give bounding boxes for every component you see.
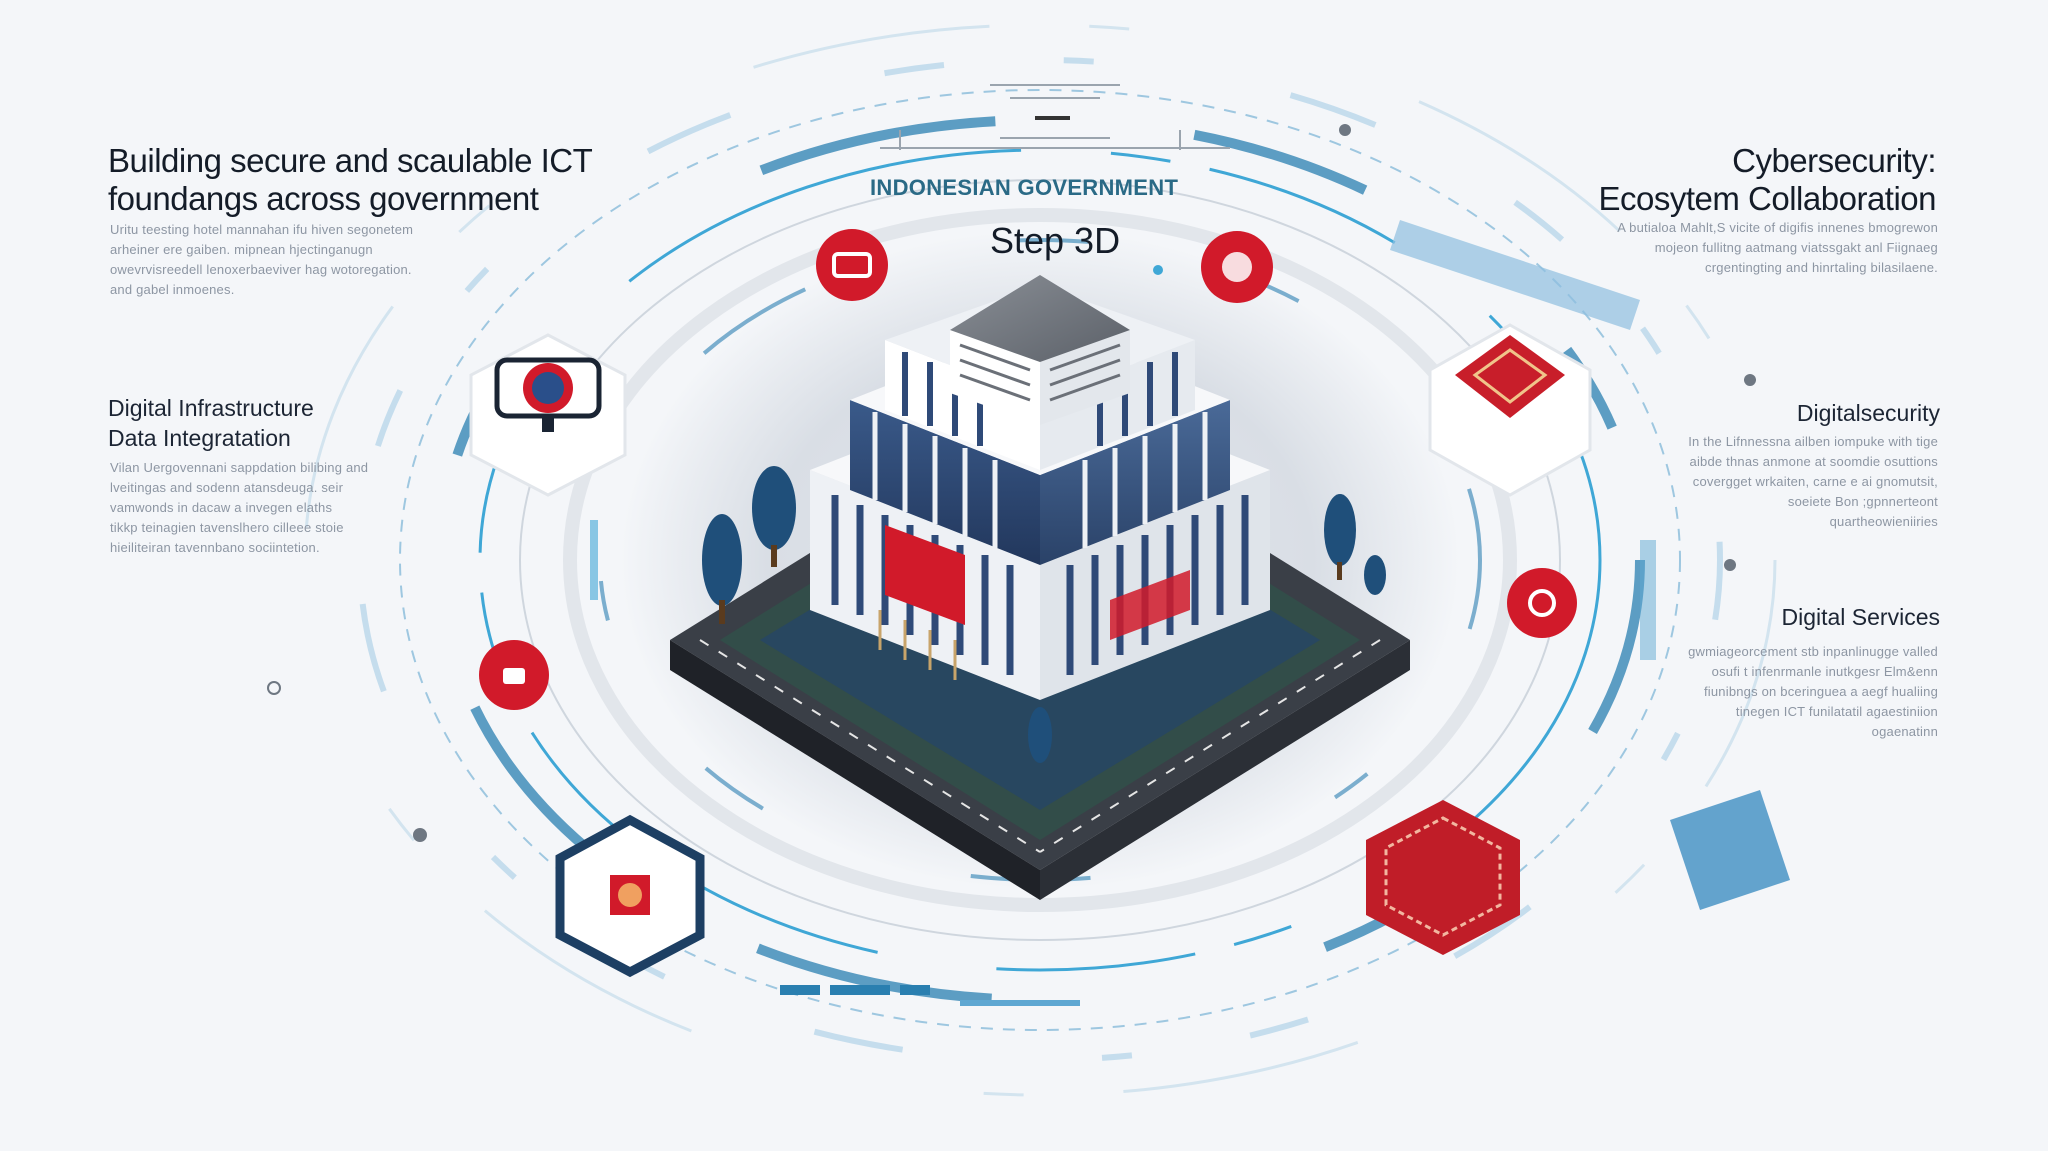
ornament-icon [1428,323,1592,497]
right-section-b-title: Digital Services [1781,604,1941,630]
left-section-line: lveitingas and sodenn atansdeuga. seir [110,480,344,495]
right-intro: A butialoa Mahlt,S vicite of digifis inn… [1578,218,1938,278]
right-headline-line-1: Cybersecurity: [1732,142,1936,179]
right-section-a-line: quartheowieniiries [1829,514,1938,529]
step-label: Step 3D [990,220,1121,261]
left-section-line: Vilan Uergovennani sappdation bilibing a… [110,460,369,475]
right-section-a-line: soeiete Bon ;gpnnerteont [1787,494,1938,509]
left-section-line: hieiliteiran tavennbano sociintetion. [110,540,320,555]
right-headline-line-2: Ecosytem Collaboration [1598,180,1937,217]
hud-accent-bars [590,220,1790,1006]
left-section-title-line-2: Data Integratation [108,425,291,451]
government-building [810,275,1270,700]
search-icon [1507,568,1577,638]
right-section-a-line: In the Lifnnessna ailben iompuke with ti… [1688,434,1938,449]
red-banner [885,525,965,625]
right-section-b-line: ogaenatinn [1871,724,1938,739]
left-intro-line: and gabel inmoenes. [110,282,235,297]
right-intro-line: crgentingting and hinrtaling bilasilaene… [1705,260,1938,275]
left-headline-line-2: foundangs across government [108,180,539,217]
right-intro-line: mojeon fullitng aatmang viatssgakt anl F… [1654,240,1938,255]
emblem-icon [469,333,627,497]
left-section-line: vamwonds in dacaw a invegen elaths [110,500,333,515]
globe-icon [1201,231,1273,303]
left-section-body: Vilan Uergovennani sappdation bilibing a… [110,458,380,558]
left-headline: Building secure and scaulable ICT founda… [108,142,648,218]
right-section-b-line: tinegen ICT funilatatil agaestiniion [1735,704,1938,719]
batik-icon [555,814,705,978]
right-section-a-body: In the Lifnnessna ailben iompuke with ti… [1678,432,1938,532]
right-section-a-line: aibde thnas anmone at soomdie osuttions [1689,454,1938,469]
device-icon [816,229,888,301]
left-headline-line-1: Building secure and scaulable ICT [108,142,593,179]
trees [702,466,1386,763]
left-section-line: tikkp teinagien tavenslhero cilleee stoi… [110,520,344,535]
left-intro-line: Uritu teesting hotel mannahan ifu hiven … [110,222,414,237]
shield-icon [1366,800,1520,955]
lock-icon [479,640,549,710]
right-section-b-body: gwmiageorcement stb inpanlinugge valled … [1678,642,1938,742]
right-section-a-title: Digitalsecurity [1796,400,1940,426]
right-headline: Cybersecurity: Ecosytem Collaboration [1476,142,1937,218]
kicker-label: INDONESIAN GOVERNMENT [870,175,1179,200]
top-schematic [880,84,1230,150]
hud-dots [267,124,1756,842]
left-intro-line: arheiner ere gaiben. mipnean hjectinganu… [110,242,373,257]
left-section-title: Digital Infrastructure Data Integratatio… [108,393,468,453]
left-intro-line: owevrvisreedell lenoxerbaeviver hag woto… [110,262,412,277]
left-section-title-line-1: Digital Infrastructure [108,395,314,421]
right-intro-line: A butialoa Mahlt,S vicite of digifis inn… [1617,220,1938,235]
right-section-b-line: gwmiageorcement stb inpanlinugge valled [1688,644,1938,659]
left-intro: Uritu teesting hotel mannahan ifu hiven … [110,220,450,300]
right-section-a-line: covergget wrkaiten, carne e ai gnomutsit… [1692,474,1938,489]
right-section-b-line: osufi t infenrmanle inutkgesr Elm&enn [1711,664,1938,679]
right-section-b-line: fiunibngs on bceringuea a aegf hualiing [1703,684,1938,699]
